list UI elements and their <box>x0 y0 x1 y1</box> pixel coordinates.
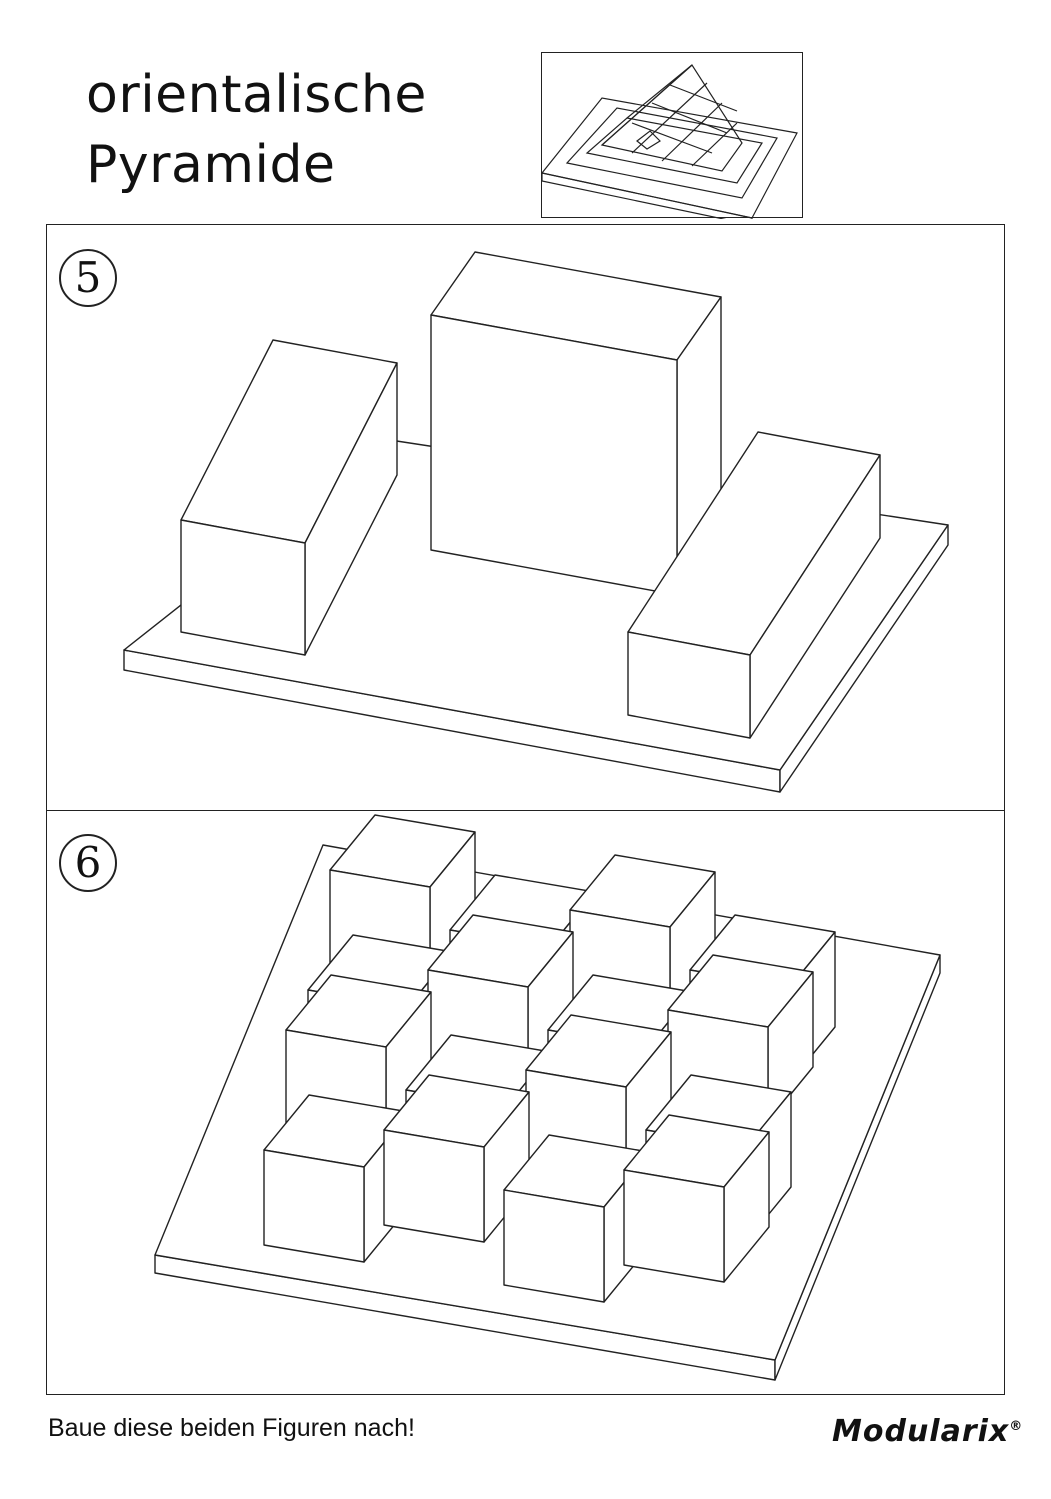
cube-15-front <box>623 1169 725 1283</box>
title-line-2: Pyramide <box>86 135 336 195</box>
figure-divider <box>47 810 1004 811</box>
cube-12-front <box>263 1149 365 1263</box>
figures-frame: 5 6 <box>46 224 1005 1395</box>
instruction-text: Baue diese beiden Figuren nach! <box>48 1414 415 1442</box>
title-line-1: orientalische <box>86 65 427 125</box>
registered-mark: ® <box>1009 1419 1024 1434</box>
figure-number-5: 5 <box>59 249 117 307</box>
right-stack-front <box>627 631 751 739</box>
pyramid-preview-image <box>540 52 803 226</box>
pyramid-preview-drawing <box>540 64 798 226</box>
cube-13-front <box>383 1129 485 1243</box>
page-title: orientalische Pyramide <box>86 60 427 200</box>
brand-name: Modularix <box>832 1414 1010 1449</box>
figure-6-drawing <box>154 814 941 1381</box>
cube-14-front <box>503 1189 605 1303</box>
brand-logo: Modularix® <box>832 1414 1023 1449</box>
left-stack-front <box>180 519 306 656</box>
figure-5-drawing <box>123 251 949 793</box>
figure-number-6: 6 <box>59 834 117 892</box>
